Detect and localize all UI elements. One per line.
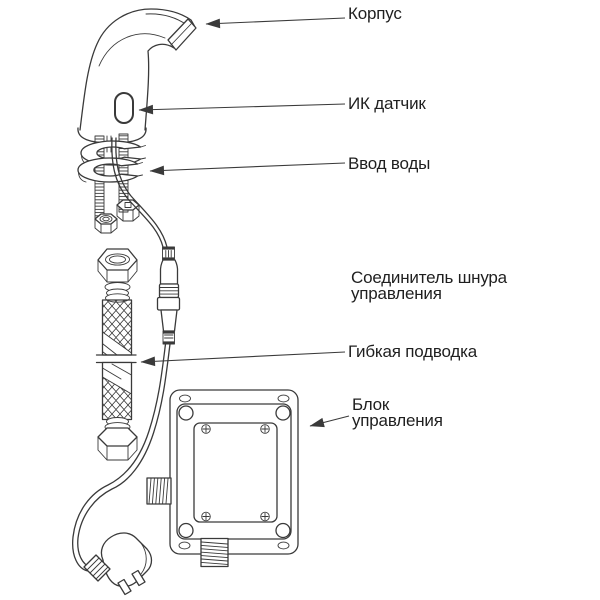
control-cord-connector (156, 246, 181, 345)
label-soedinitel-line2: управления (351, 284, 442, 303)
label-ik-datchik: ИК датчик (348, 94, 426, 113)
faucet-body (77, 8, 197, 144)
spout-aerator (167, 18, 197, 51)
control-unit-box (146, 389, 299, 568)
label-gibkaya-podvodka: Гибкая подводка (348, 342, 477, 361)
leader-arrows (138, 17, 350, 428)
label-blok-line2: управления (352, 411, 443, 430)
ir-sensor-window (114, 92, 134, 124)
water-inlet-mounting (77, 133, 168, 248)
label-soedinitel-shnura: Соединитель шнура управления (351, 268, 507, 303)
sensor-cable-upper (111, 137, 168, 248)
plug-pin (117, 578, 132, 596)
panel-screws (201, 424, 270, 522)
plug-strain-relief (83, 554, 111, 582)
label-korpus: Корпус (348, 4, 402, 23)
leader-blok-upravleniya (309, 415, 350, 428)
leader-vvod-vody (149, 162, 346, 176)
leader-korpus (205, 17, 346, 29)
label-blok-upravleniya: Блок управления (352, 395, 443, 430)
label-blok-line1: Блок (352, 395, 390, 414)
power-cord (72, 343, 171, 572)
hose-break-mark (95, 354, 137, 364)
hose-braided-upper (101, 299, 133, 356)
cable-gland-left (146, 477, 172, 505)
hose-nut-top (97, 248, 138, 303)
label-vvod-vody: Ввод воды (348, 154, 431, 173)
hose-nut-bottom (97, 417, 138, 461)
power-plug (83, 532, 153, 596)
flexible-hose (95, 248, 138, 461)
cable-gland-bottom (200, 537, 229, 568)
hose-braided-lower (101, 361, 133, 421)
label-soedinitel-line1: Соединитель шнура (351, 268, 507, 287)
horseshoe-bracket-lower (77, 157, 143, 183)
leader-gibkaya-podvodka (140, 351, 346, 367)
plug-pin (131, 569, 146, 587)
hex-nut-left (94, 213, 118, 234)
leader-ik-datchik (138, 103, 346, 115)
